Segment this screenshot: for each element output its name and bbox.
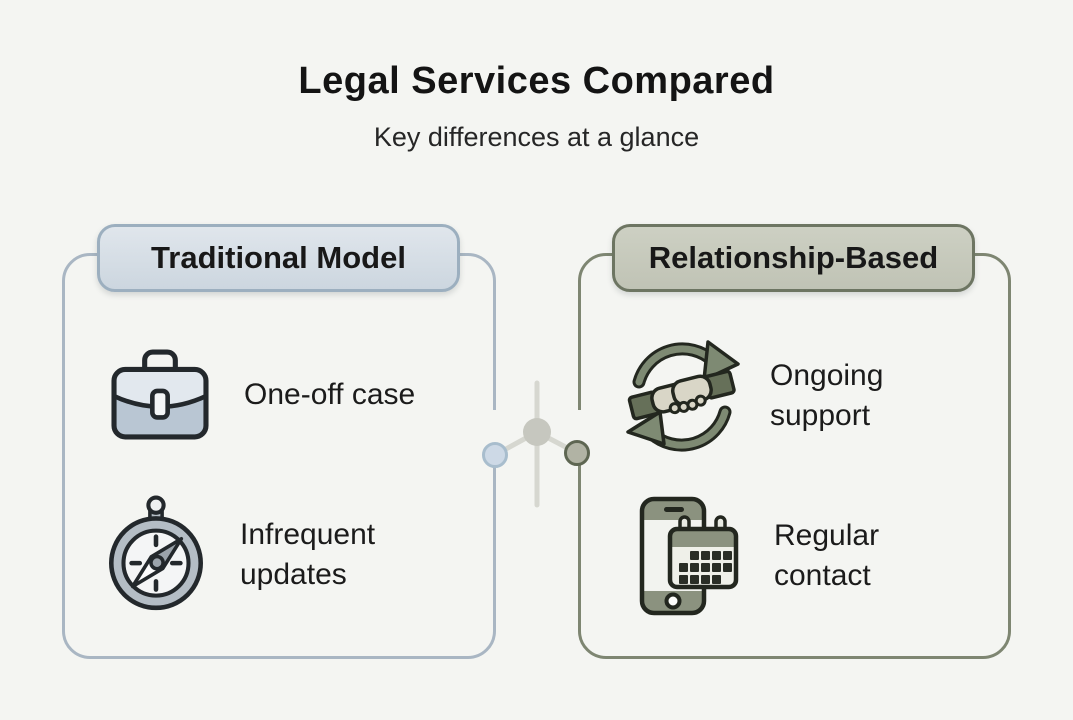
page-subtitle: Key differences at a glance bbox=[373, 122, 700, 152]
left-border-gap bbox=[487, 410, 501, 443]
item-label: Regular contact bbox=[774, 519, 880, 592]
relationship-item-regular-contact: Regular contact bbox=[634, 494, 934, 618]
center-connector bbox=[482, 380, 590, 508]
page-title: Legal Services Compared bbox=[298, 60, 775, 102]
briefcase-icon bbox=[108, 348, 212, 442]
right-node bbox=[564, 440, 590, 466]
left-node bbox=[482, 442, 508, 468]
traditional-item-one-off-case: One-off case bbox=[108, 348, 415, 442]
item-label: Ongoing support bbox=[770, 359, 884, 432]
relationship-based-header: Relationship-Based bbox=[612, 224, 975, 292]
right-border-gap bbox=[573, 410, 587, 443]
item-label: Infrequent updates bbox=[240, 518, 376, 591]
relationship-based-title: Relationship-Based bbox=[648, 240, 939, 275]
item-label: One-off case bbox=[244, 378, 416, 412]
phone-calendar-icon bbox=[634, 494, 742, 618]
handshake-cycle-icon bbox=[622, 334, 742, 458]
traditional-model-header: Traditional Model bbox=[97, 224, 460, 292]
center-node bbox=[523, 418, 551, 446]
traditional-model-title: Traditional Model bbox=[151, 240, 406, 275]
relationship-item-ongoing-support: Ongoing support bbox=[622, 334, 930, 458]
traditional-item-infrequent-updates: Infrequent updates bbox=[106, 492, 415, 618]
compass-icon bbox=[106, 492, 206, 618]
